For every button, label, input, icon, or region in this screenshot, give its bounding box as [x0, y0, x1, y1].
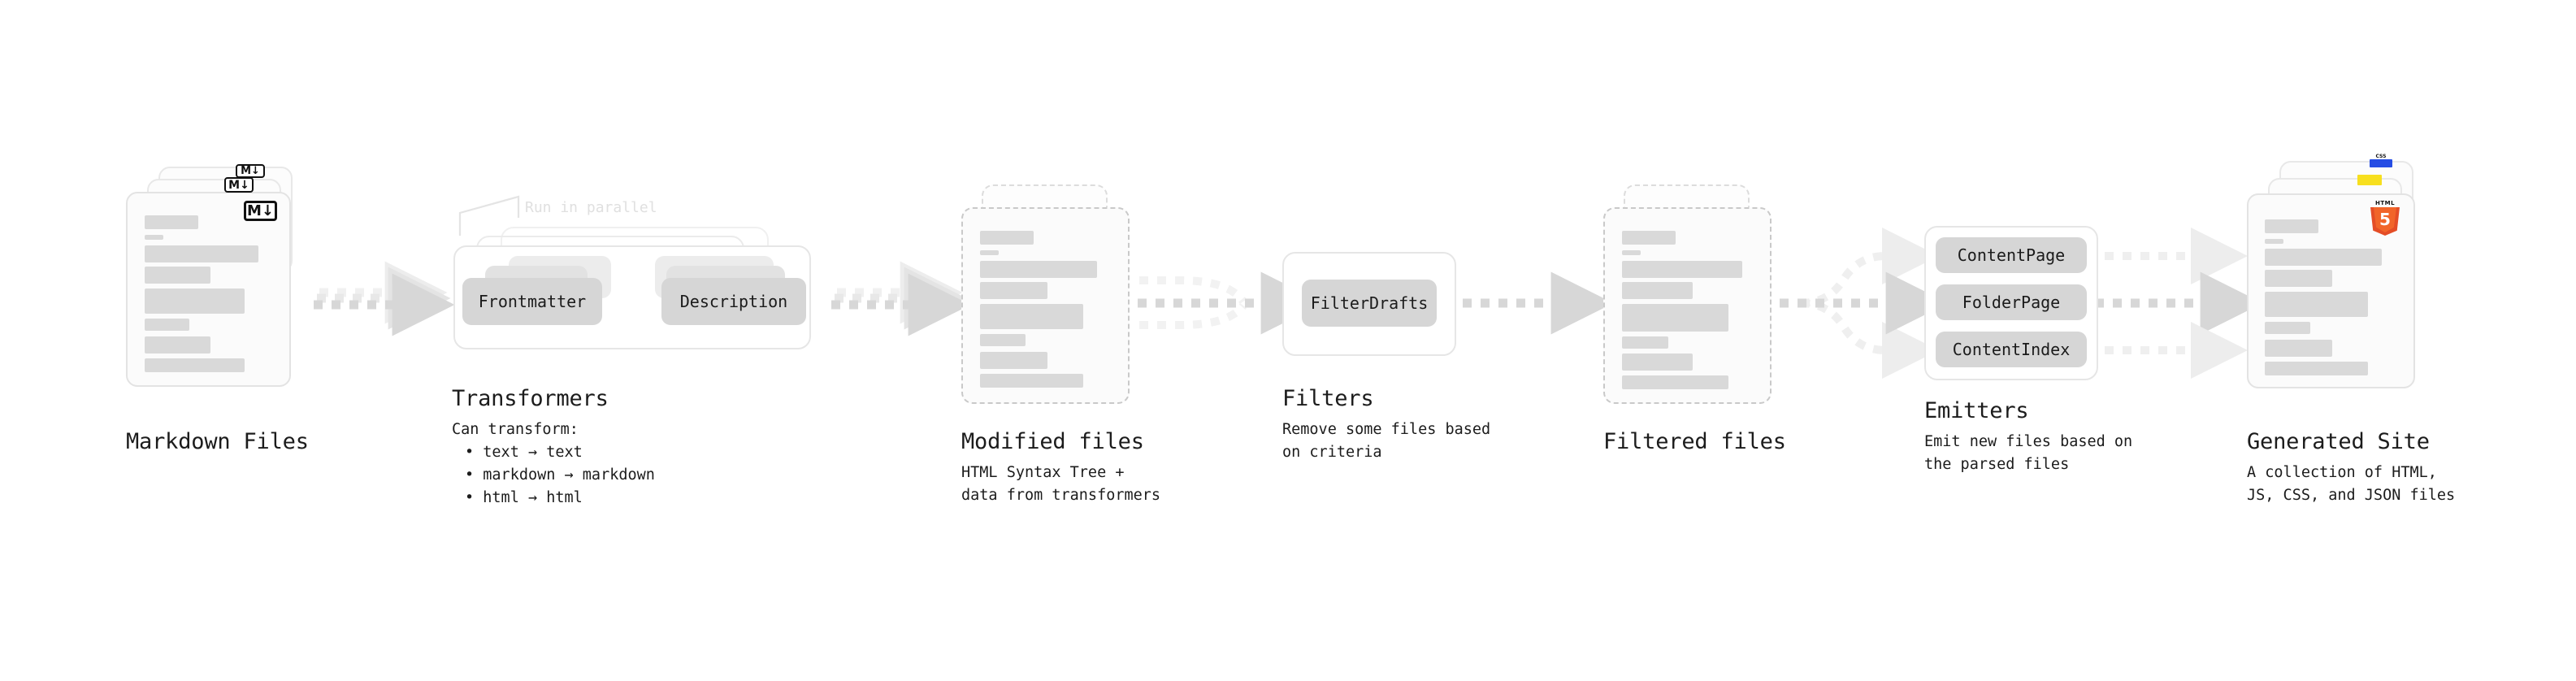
skeleton-line: [145, 235, 163, 240]
transformer-pill-frontmatter[interactable]: Frontmatter: [462, 278, 602, 325]
css-badge-label: CSS: [2375, 154, 2387, 159]
stage-title-generated-site: Generated Site: [2247, 429, 2430, 454]
skeleton-line: [145, 267, 210, 284]
stage-title-modified-files: Modified files: [961, 429, 1144, 454]
skeleton-line: [2265, 322, 2310, 334]
skeleton-line: [980, 374, 1083, 388]
stage-subtitle-modified-files: HTML Syntax Tree + data from transformer…: [961, 464, 1161, 504]
skeleton-line: [145, 336, 210, 354]
skeleton-line: [980, 261, 1097, 278]
css-badge: CSS: [2370, 154, 2392, 167]
connector-md-to-transformers: [314, 261, 455, 336]
html5-badge-digit: 5: [2379, 210, 2391, 229]
skeleton-line: [1622, 354, 1693, 371]
markdown-badge-back: M↓: [236, 164, 265, 178]
emitter-pill-contentindex[interactable]: ContentIndex: [1936, 332, 2087, 367]
skeleton-line: [1622, 304, 1728, 332]
filter-pill-filterdrafts[interactable]: FilterDrafts: [1302, 280, 1437, 327]
skeleton-line: [2265, 362, 2368, 375]
filtered-file-card-front: [1603, 207, 1772, 404]
stage-subtitle-transformers: Can transform:: [452, 421, 579, 438]
skeleton-line: [2265, 292, 2368, 317]
stage-title-markdown-files: Markdown Files: [126, 429, 309, 454]
markdown-file-card-front: [126, 192, 291, 387]
stage-subtitle-generated-site: A collection of HTML, JS, CSS, and JSON …: [2247, 464, 2456, 504]
js-badge: [2357, 175, 2382, 185]
skeleton-line: [1622, 282, 1693, 299]
markdown-badge-glyph: M↓: [228, 178, 249, 192]
skeleton-line: [1622, 250, 1641, 255]
stage-title-emitters: Emitters: [1924, 398, 2029, 423]
skeleton-line: [2265, 239, 2283, 244]
run-in-parallel-label: Run in parallel: [525, 199, 657, 216]
skeleton-line: [980, 334, 1026, 346]
skeleton-line: [2265, 219, 2318, 233]
skeleton-line: [980, 352, 1047, 369]
stage-title-transformers: Transformers: [452, 386, 609, 411]
html5-badge: HTML 5: [2370, 200, 2400, 236]
modified-file-card-front: [961, 207, 1130, 404]
emitter-pill-folderpage[interactable]: FolderPage: [1936, 284, 2087, 320]
skeleton-line: [1622, 231, 1676, 245]
stage-title-filtered-files: Filtered files: [1603, 429, 1786, 454]
skeleton-line: [145, 288, 245, 314]
transformers-bullet-1: • markdown → markdown: [465, 466, 655, 484]
skeleton-line: [145, 245, 258, 262]
skeleton-line: [980, 282, 1047, 299]
skeleton-line: [145, 215, 198, 229]
stage-title-filters: Filters: [1282, 386, 1374, 411]
transformers-bullet-2: • html → html: [465, 489, 583, 506]
skeleton-line: [1622, 336, 1668, 349]
transformer-pill-description[interactable]: Description: [661, 278, 806, 325]
markdown-badge-mid: M↓: [224, 177, 254, 193]
connector-modified-to-filters: [1138, 271, 1324, 335]
skeleton-line: [145, 358, 245, 372]
emitter-pill-contentpage[interactable]: ContentPage: [1936, 237, 2087, 273]
connector-emitters-to-site: [2095, 228, 2263, 379]
skeleton-line: [980, 304, 1083, 329]
skeleton-line: [1622, 261, 1742, 278]
markdown-badge-glyph: M↓: [241, 165, 260, 177]
skeleton-line: [980, 231, 1034, 245]
stage-subtitle-filters: Remove some files based on criteria: [1282, 421, 1491, 461]
connector-transformers-to-modified: [831, 261, 971, 336]
skeleton-line: [2265, 249, 2382, 266]
skeleton-line: [2265, 340, 2332, 357]
transformers-bullet-0: • text → text: [465, 444, 583, 461]
html5-badge-label: HTML: [2374, 200, 2396, 206]
connector-filtered-to-emitters: [1780, 228, 1949, 379]
skeleton-line: [145, 319, 189, 331]
stage-subtitle-emitters: Emit new files based on the parsed files: [1924, 433, 2133, 473]
skeleton-line: [1622, 375, 1728, 389]
markdown-badge-front: M↓: [244, 201, 277, 221]
skeleton-line: [2265, 270, 2332, 287]
markdown-badge-glyph: M↓: [247, 202, 274, 219]
skeleton-line: [980, 250, 999, 255]
